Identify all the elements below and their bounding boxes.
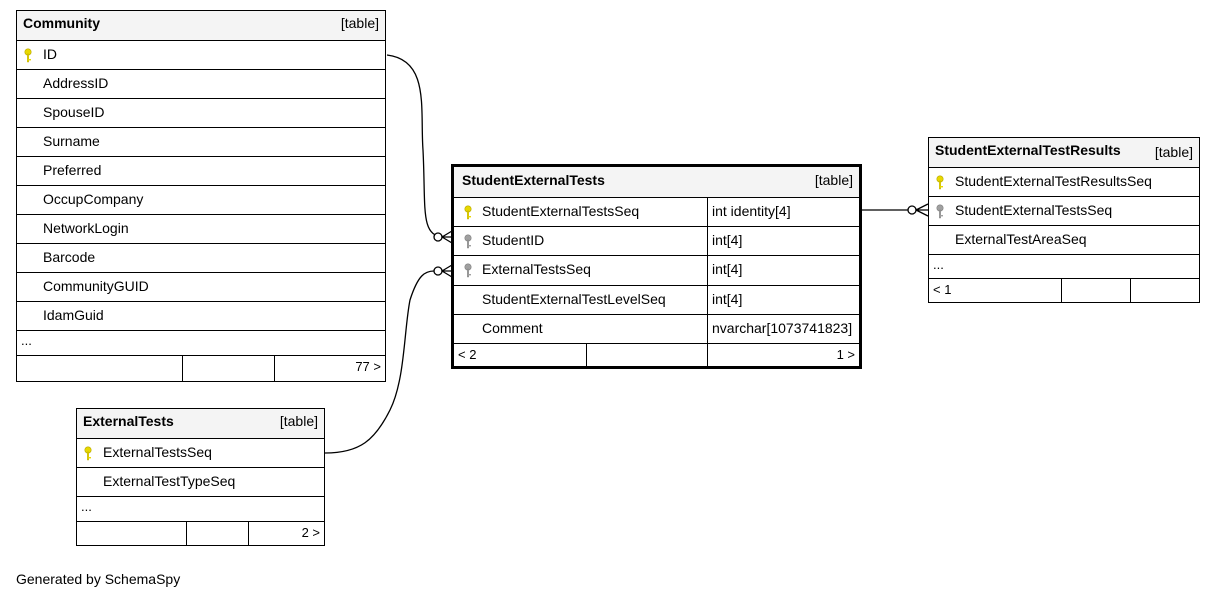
column-row[interactable]: StudentExternalTestLevelSeq int[4]: [454, 286, 859, 315]
table-name: ExternalTests: [83, 413, 174, 429]
column-name: ExternalTestTypeSeq: [103, 473, 236, 489]
column-row[interactable]: ExternalTestsSeq int[4]: [454, 256, 859, 286]
edge-external-tests-student-external-tests: [324, 270, 435, 454]
table-community[interactable]: Community [table] ID AddressID SpouseID …: [16, 10, 386, 382]
column-name: StudentExternalTestsSeq: [955, 202, 1113, 218]
ellipsis-row: ...: [17, 331, 385, 356]
foreign-key-icon: [936, 204, 946, 220]
column-row[interactable]: Barcode: [17, 244, 385, 273]
footer-children[interactable]: 2 >: [301, 525, 320, 540]
column-row[interactable]: ExternalTestsSeq: [77, 439, 324, 468]
column-row[interactable]: IdamGuid: [17, 302, 385, 331]
column-name: OccupCompany: [43, 191, 144, 207]
table-student-external-tests[interactable]: StudentExternalTests [table] StudentExte…: [451, 164, 862, 369]
table-external-tests[interactable]: ExternalTests [table] ExternalTestsSeq E…: [76, 408, 325, 546]
table-type-label: [table]: [279, 413, 318, 429]
column-row[interactable]: ExternalTestAreaSeq: [929, 226, 1199, 255]
ellipsis-row: ...: [77, 497, 324, 522]
footer-children[interactable]: 77 >: [355, 359, 381, 374]
footer-parents[interactable]: < 1: [933, 282, 952, 297]
table-footer: 77 >: [17, 356, 385, 381]
ellipsis: ...: [933, 257, 944, 272]
column-row[interactable]: StudentExternalTestsSeq int identity[4]: [454, 198, 859, 227]
primary-key-icon: [464, 205, 474, 221]
column-row[interactable]: Surname: [17, 128, 385, 157]
column-type: nvarchar[1073741823]: [712, 320, 853, 336]
column-name: ExternalTestsSeq: [103, 444, 212, 460]
primary-key-icon: [24, 48, 34, 64]
generated-by-footer: Generated by SchemaSpy: [16, 571, 181, 587]
edge-crowsfoot-marker: [441, 264, 453, 278]
table-name: StudentExternalTests: [462, 172, 605, 188]
column-row[interactable]: SpouseID: [17, 99, 385, 128]
column-name: ID: [43, 46, 57, 62]
edge-zero-marker: [433, 232, 443, 242]
column-row[interactable]: ExternalTestTypeSeq: [77, 468, 324, 497]
ellipsis: ...: [81, 499, 92, 514]
edge-crowsfoot-marker: [915, 203, 929, 217]
column-name: NetworkLogin: [43, 220, 129, 236]
column-name: Comment: [482, 320, 543, 336]
column-type: int[4]: [712, 261, 743, 277]
column-name: StudentExternalTestResultsSeq: [955, 173, 1152, 189]
column-name: ExternalTestAreaSeq: [955, 231, 1087, 247]
column-row[interactable]: AddressID: [17, 70, 385, 99]
column-row[interactable]: CommunityGUID: [17, 273, 385, 302]
column-name: Barcode: [43, 249, 96, 265]
column-type: int[4]: [712, 291, 743, 307]
footer-children[interactable]: 1 >: [836, 347, 855, 362]
column-row[interactable]: StudentExternalTestResultsSeq: [929, 168, 1199, 197]
column-name: CommunityGUID: [43, 278, 149, 294]
column-name: Preferred: [43, 162, 102, 178]
column-name: StudentExternalTestLevelSeq: [482, 291, 666, 307]
edge-zero-marker: [433, 266, 443, 276]
primary-key-icon: [84, 446, 94, 462]
column-name: ExternalTestsSeq: [482, 261, 591, 277]
table-footer: < 2 1 >: [454, 344, 859, 366]
edge-community-student-external-tests: [386, 54, 445, 238]
column-name: IdamGuid: [43, 307, 104, 323]
table-footer: < 1: [929, 279, 1199, 302]
table-name: Community: [23, 15, 100, 31]
table-name: StudentExternalTestResults: [935, 142, 1121, 158]
column-type: int identity[4]: [712, 203, 791, 219]
table-footer: 2 >: [77, 522, 324, 545]
table-header: StudentExternalTestResults [table]: [929, 138, 1199, 168]
ellipsis: ...: [21, 333, 32, 348]
table-header: ExternalTests [table]: [77, 409, 324, 439]
table-header: StudentExternalTests [table]: [454, 167, 859, 198]
foreign-key-icon: [464, 234, 474, 250]
table-header: Community [table]: [17, 11, 385, 41]
edge-crowsfoot-marker: [441, 230, 453, 244]
column-type: int[4]: [712, 232, 743, 248]
column-row[interactable]: OccupCompany: [17, 186, 385, 215]
column-row[interactable]: ID: [17, 41, 385, 70]
column-name: SpouseID: [43, 104, 105, 120]
column-name: StudentID: [482, 232, 545, 248]
column-name: StudentExternalTestsSeq: [482, 203, 640, 219]
footer-parents[interactable]: < 2: [458, 347, 477, 362]
edge-zero-marker: [907, 205, 917, 215]
column-name: AddressID: [43, 75, 109, 91]
table-type-label: [table]: [1154, 144, 1193, 160]
table-type-label: [table]: [814, 172, 853, 188]
foreign-key-icon: [464, 263, 474, 279]
primary-key-icon: [936, 175, 946, 191]
ellipsis-row: ...: [929, 255, 1199, 279]
table-student-external-test-results[interactable]: StudentExternalTestResults [table] Stude…: [928, 137, 1200, 303]
column-row[interactable]: StudentID int[4]: [454, 227, 859, 256]
column-row[interactable]: StudentExternalTestsSeq: [929, 197, 1199, 226]
column-row[interactable]: Comment nvarchar[1073741823]: [454, 315, 859, 344]
column-row[interactable]: NetworkLogin: [17, 215, 385, 244]
table-type-label: [table]: [340, 15, 379, 31]
column-name: Surname: [43, 133, 100, 149]
column-row[interactable]: Preferred: [17, 157, 385, 186]
